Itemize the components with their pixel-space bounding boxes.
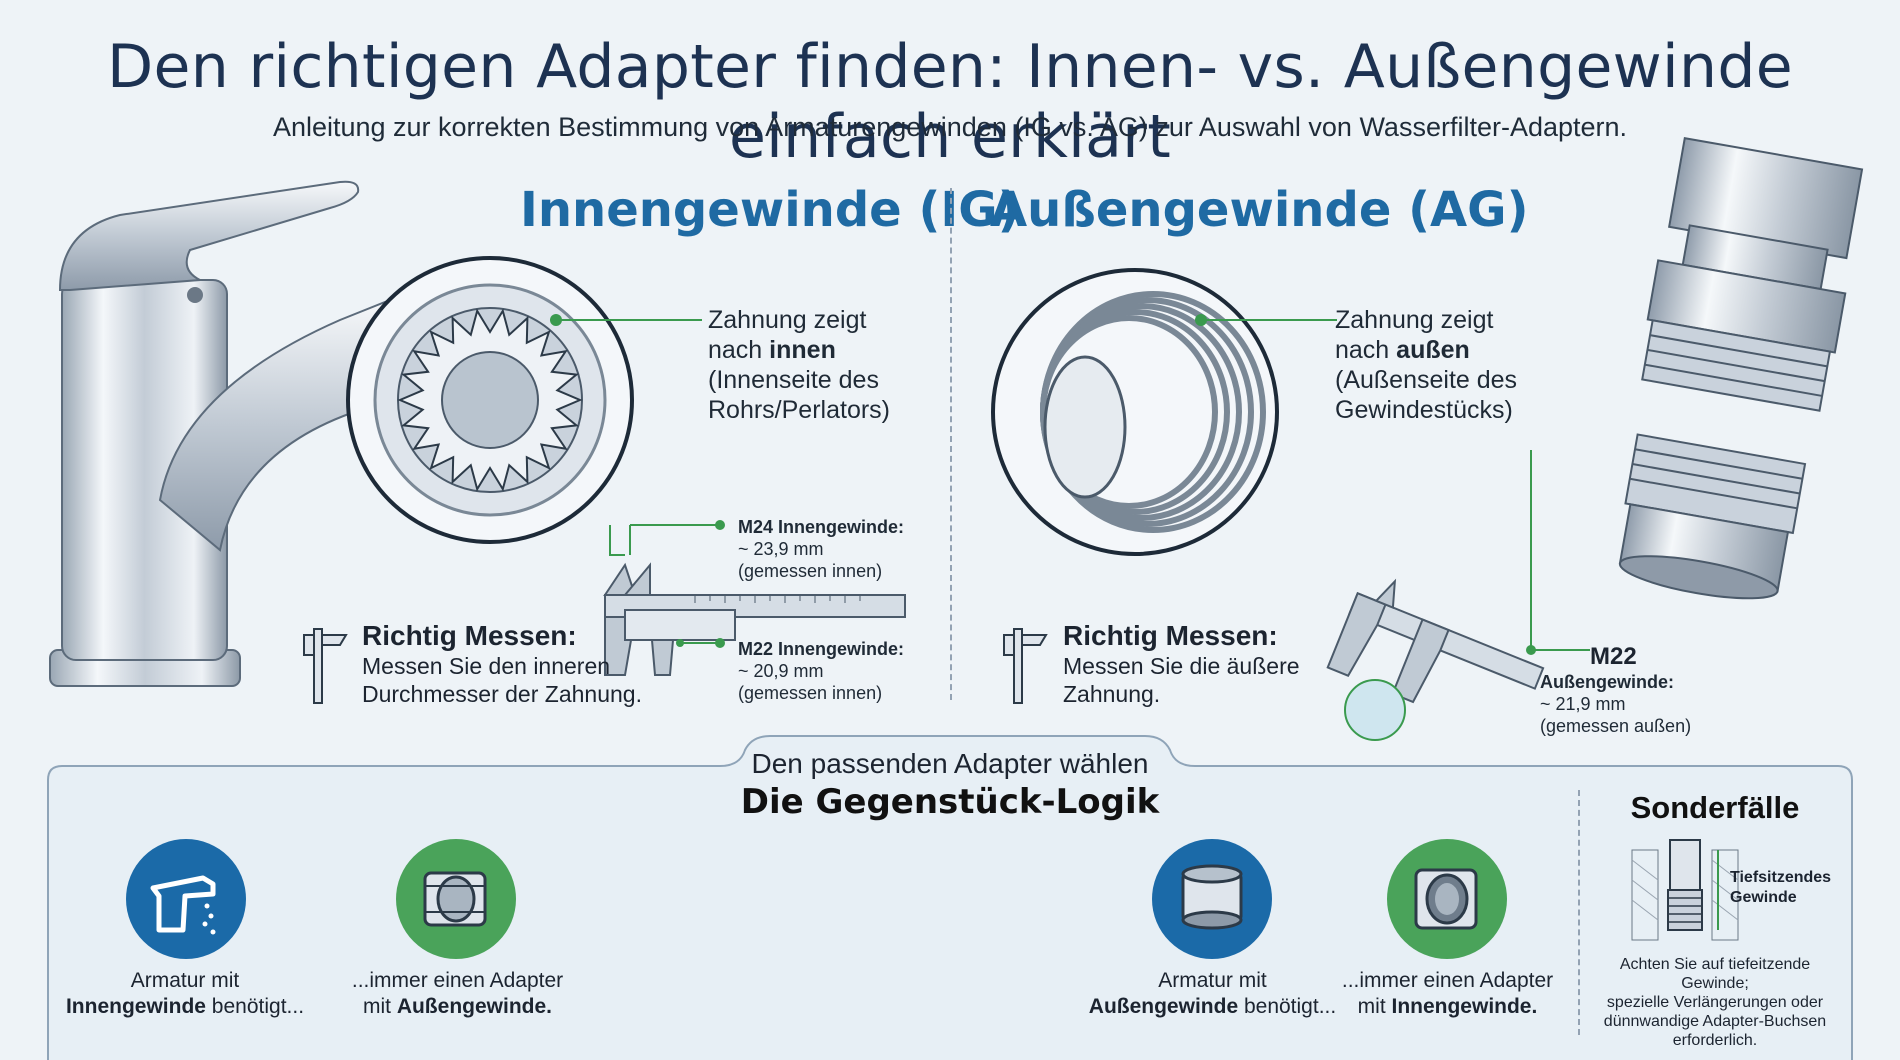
logic-caption-3: Armatur mit Außengewinde benötigt... (1088, 969, 1337, 1018)
ag-callout-line (1195, 314, 1337, 326)
caliper-small-icon-2 (1003, 628, 1048, 704)
m24-note: (gemessen innen) (738, 561, 883, 581)
innen-desc-line2: nach innen (708, 336, 836, 364)
logic-caption-1: Armatur mit Innengewinde benötigt... (65, 969, 305, 1018)
aussen-howto-line2: Zahnung. (1063, 681, 1161, 707)
caliper-internal-icon (603, 520, 906, 676)
innen-howto-title: Richtig Messen: (362, 620, 577, 651)
aussen-description: Zahnung zeigt nach außen (Außenseite des… (1335, 305, 1517, 425)
m24-value: ~ 23,9 mm (738, 539, 824, 559)
innen-description: Zahnung zeigt nach innen (Innenseite des… (708, 305, 890, 425)
m22-aussen-note: (gemessen außen) (1540, 716, 1692, 736)
m22-aussen-subtitle: Außengewinde: (1540, 672, 1674, 692)
aussen-howto: Richtig Messen: Messen Sie die äußere Za… (1063, 620, 1300, 708)
ig-callout-line (550, 314, 702, 326)
m24-title: M24 Innengewinde: (738, 517, 905, 537)
m22-innen-value: ~ 20,9 mm (738, 661, 824, 681)
faucet-icon (126, 839, 246, 959)
external-thread-closeup (991, 268, 1279, 556)
page-subtitle: Anleitung zur korrekten Bestimmung von A… (272, 112, 1628, 142)
logic-caption-4: ...immer einen Adapter mit Innengewinde. (1341, 969, 1554, 1018)
logic-caption-2: ...immer einen Adapter mit Außengewinde. (351, 969, 564, 1018)
aussen-heading: Außengewinde (AG) (990, 182, 1529, 238)
aussen-howto-title: Richtig Messen: (1063, 620, 1278, 651)
innen-desc-line4: Rohrs/Perlators) (708, 396, 890, 424)
section-divider (950, 188, 952, 700)
m22-aussen-value: ~ 21,9 mm (1540, 694, 1626, 714)
logic-title: Die Gegenstück-Logik (740, 782, 1160, 822)
page-title: Den richtigen Adapter finden: Innen- vs.… (107, 32, 1793, 172)
m22-innen-note: (gemessen innen) (738, 683, 883, 703)
m24-innen-spec: M24 Innengewinde: ~ 23,9 mm (gemessen in… (738, 516, 904, 582)
innen-desc-line3: (Innenseite des (708, 366, 879, 394)
m22-aussen-title: M22 (1590, 643, 1637, 670)
m22-innen-title: M22 Innengewinde: (738, 639, 905, 659)
caliper-small-icon (303, 628, 348, 704)
innen-howto-line1: Messen Sie den inneren (362, 653, 611, 679)
innen-howto: Richtig Messen: Messen Sie den inneren D… (362, 620, 642, 708)
female-adapter-icon (1387, 839, 1507, 959)
aussen-desc-line2: nach außen (1335, 336, 1470, 364)
deep-thread-label: Tiefsitzendes Gewinde (1730, 869, 1832, 906)
aussen-desc-line1: Zahnung zeigt (1335, 306, 1494, 334)
aerator-exploded-illustration (1526, 137, 1864, 655)
deep-thread-icon (1631, 839, 1739, 941)
innen-heading: Innengewinde (IG) (520, 182, 1020, 238)
m22-innen-spec: M22 Innengewinde: ~ 20,9 mm (gemessen in… (738, 638, 904, 704)
aussen-howto-line1: Messen Sie die äußere (1063, 653, 1300, 679)
aerator-icon (1152, 839, 1272, 959)
innen-desc-line1: Zahnung zeigt (708, 306, 867, 334)
m22-aussen-spec: M22 Außengewinde: ~ 21,9 mm (gemessen au… (1540, 643, 1691, 737)
sonder-divider (1578, 790, 1580, 1035)
aussen-desc-line4: Gewindestücks) (1335, 396, 1513, 424)
panel-tab-label: Den passenden Adapter wählen (751, 748, 1149, 779)
sonder-title: Sonderfälle (1630, 790, 1800, 825)
male-adapter-icon (396, 839, 516, 959)
innen-howto-line2: Durchmesser der Zahnung. (362, 681, 642, 707)
aussen-desc-line3: (Außenseite des (1335, 366, 1518, 394)
internal-thread-closeup (346, 256, 634, 544)
sonder-note: Achten Sie auf tiefeitzende Gewinde; spe… (1603, 956, 1827, 1049)
caliper-external-icon (1326, 578, 1545, 741)
